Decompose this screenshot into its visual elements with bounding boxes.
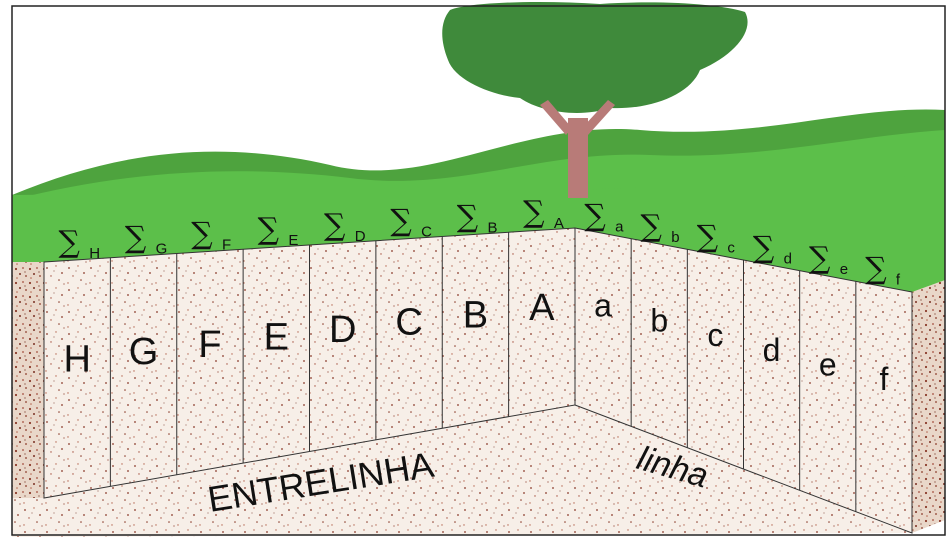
tree-trunk (568, 118, 588, 198)
entrelinha-column-letter: C (395, 302, 422, 344)
entrelinha-sum-subscript: D (355, 228, 366, 245)
entrelinha-sum-subscript: A (554, 215, 564, 232)
linha-sum-subscript: a (615, 218, 624, 235)
sigma-symbol: ∑ (809, 241, 831, 276)
linha-column-letter: a (594, 288, 612, 324)
sigma-symbol: ∑ (697, 220, 719, 255)
sigma-symbol: ∑ (641, 209, 663, 244)
entrelinha-column-letter: A (529, 287, 555, 329)
entrelinha-column-letter: F (198, 324, 221, 366)
entrelinha-sum-subscript: C (421, 224, 432, 241)
sigma-symbol: ∑ (324, 208, 346, 243)
entrelinha-sum-subscript: H (89, 245, 100, 262)
linha-column-letter: d (763, 332, 781, 368)
linha-sum-subscript: c (727, 240, 735, 257)
entrelinha-sum-subscript: F (222, 236, 231, 253)
linha-column-letter: c (707, 317, 723, 353)
sigma-symbol: ∑ (753, 230, 775, 265)
entrelinha-column-letter: B (463, 294, 488, 336)
entrelinha-column-letter: E (264, 316, 289, 358)
sigma-symbol: ∑ (58, 225, 80, 260)
entrelinha-column-letter: D (329, 309, 356, 351)
linha-sum-subscript: e (840, 261, 848, 278)
linha-sum-subscript: d (784, 250, 792, 267)
left-side-face (12, 262, 44, 498)
linha-column-letter: b (650, 302, 668, 338)
sigma-symbol: ∑ (390, 204, 412, 239)
entrelinha-sum-subscript: E (288, 232, 298, 249)
sigma-symbol: ∑ (523, 195, 545, 230)
linha-column-letter: e (819, 347, 837, 383)
sigma-symbol: ∑ (457, 199, 479, 234)
sigma-symbol: ∑ (584, 198, 606, 233)
entrelinha-sum-subscript: B (487, 219, 497, 236)
linha-sum-subscript: b (671, 229, 679, 246)
entrelinha-sum-subscript: G (156, 241, 168, 258)
entrelinha-column-letter: G (129, 331, 159, 373)
sigma-symbol: ∑ (191, 216, 213, 251)
sigma-symbol: ∑ (125, 221, 147, 256)
right-side-face (912, 280, 945, 533)
sigma-symbol: ∑ (865, 252, 887, 287)
linha-column-letter: f (879, 361, 888, 397)
entrelinha-column-letter: H (63, 338, 90, 380)
sigma-symbol: ∑ (258, 212, 280, 247)
